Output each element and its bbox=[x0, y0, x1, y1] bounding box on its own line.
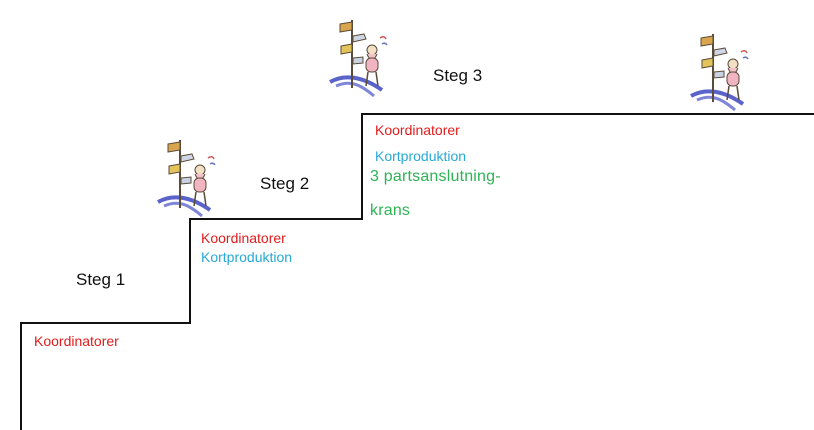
step-1-coordinators: Koordinatorer bbox=[34, 333, 119, 349]
signpost-figure-drawing bbox=[157, 140, 216, 218]
step-3-partnership-line-2: krans bbox=[370, 202, 411, 219]
step-2-label: Steg 2 bbox=[260, 174, 310, 193]
signpost-figure-icon bbox=[157, 140, 216, 218]
signpost-figure-icon bbox=[329, 20, 388, 98]
step-3-label: Steg 3 bbox=[433, 66, 483, 85]
signpost-figure-drawing bbox=[690, 34, 749, 112]
step-2-card-production: Kortproduktion bbox=[201, 249, 293, 265]
step-2-coordinators: Koordinatorer bbox=[201, 230, 286, 246]
step-3-card-production: Kortproduktion bbox=[375, 148, 467, 164]
staircase-line bbox=[20, 113, 814, 430]
signpost-figure-icon bbox=[690, 34, 749, 112]
step-1-label: Steg 1 bbox=[76, 270, 126, 289]
step-3-coordinators: Koordinatorer bbox=[375, 122, 460, 138]
signpost-figure-drawing bbox=[329, 20, 388, 98]
step-3-partnership-line-1: 3 partsanslutning- bbox=[370, 168, 501, 185]
